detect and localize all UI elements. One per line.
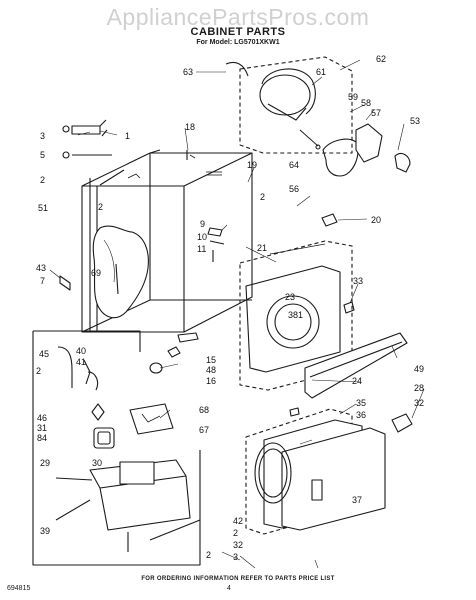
callout-69: 69: [91, 268, 101, 278]
callout-32b: 32: [233, 540, 243, 550]
callout-3: 3: [40, 131, 45, 141]
callout-37: 37: [352, 495, 362, 505]
toe-panel: [304, 332, 408, 399]
callout-5: 5: [40, 150, 45, 160]
callout-3b: 3: [233, 552, 238, 562]
callout-10: 10: [197, 232, 207, 242]
watermark: AppliancePartsPros.com: [106, 4, 370, 30]
callout-29: 29: [40, 458, 50, 468]
callout-53: 53: [410, 116, 420, 126]
callout-16: 16: [206, 376, 216, 386]
callout-36: 36: [356, 410, 366, 420]
callout-57: 57: [371, 108, 381, 118]
callout-numbers: 63 61 62 59 58 57 53 3 1 5 18 2 19 64 56…: [36, 54, 424, 562]
callout-61: 61: [316, 67, 326, 77]
document-number: 694815: [7, 585, 31, 592]
callout-62: 62: [376, 54, 386, 64]
callout-49: 49: [414, 364, 424, 374]
inset-boxes: [32, 330, 201, 566]
callout-58: 58: [361, 98, 371, 108]
callout-56: 56: [289, 184, 299, 194]
callout-33: 33: [353, 276, 363, 286]
callout-64: 64: [289, 160, 299, 170]
callout-30: 30: [92, 458, 102, 468]
callout-2d: 2: [36, 366, 41, 376]
callout-67: 67: [199, 425, 209, 435]
page-number: 4: [227, 585, 231, 592]
diagram-title: CABINET PARTS: [190, 26, 286, 38]
callout-2e: 2: [206, 550, 211, 560]
callout-63: 63: [183, 67, 193, 77]
callout-9: 9: [200, 219, 205, 229]
callout-21: 21: [257, 243, 267, 253]
motor-assembly: [225, 56, 411, 177]
cabinet-body: [81, 149, 253, 333]
callout-51: 51: [38, 203, 48, 213]
callout-59: 59: [348, 92, 358, 102]
callout-2a: 2: [40, 175, 45, 185]
callout-39: 39: [40, 526, 50, 536]
callout-19: 19: [247, 160, 257, 170]
callout-46: 46: [37, 413, 47, 423]
callout-40: 40: [76, 346, 86, 356]
callout-2b: 2: [233, 528, 238, 538]
callout-20: 20: [371, 215, 381, 225]
callout-2f: 2: [260, 192, 265, 202]
ordering-note: FOR ORDERING INFORMATION REFER TO PARTS …: [141, 576, 335, 582]
callout-1: 1: [125, 131, 130, 141]
callout-41: 41: [76, 357, 86, 367]
callout-68: 68: [199, 405, 209, 415]
callout-11: 11: [197, 244, 206, 254]
callout-15: 15: [206, 355, 216, 365]
callout-45: 45: [39, 349, 49, 359]
callout-23: 23: [285, 292, 295, 302]
callout-35: 35: [356, 398, 366, 408]
leader-lines: [49, 59, 425, 569]
model-subtitle: For Model: LG5701XKW1: [196, 39, 280, 46]
callout-43: 43: [36, 263, 46, 273]
callout-84: 84: [37, 433, 47, 443]
callout-31: 31: [37, 423, 47, 433]
callout-32a: 32: [414, 398, 424, 408]
front-panel: [239, 240, 353, 391]
callout-24: 24: [352, 376, 362, 386]
burner-assembly: [55, 459, 201, 552]
right-small-parts: [149, 213, 413, 433]
callout-381: 381: [288, 310, 303, 320]
callout-7: 7: [40, 276, 45, 286]
callout-2c: 2: [98, 202, 103, 212]
callout-18: 18: [185, 122, 195, 132]
callout-28: 28: [414, 383, 424, 393]
callout-48: 48: [206, 365, 216, 375]
left-small-parts: [59, 119, 125, 295]
callout-42: 42: [233, 516, 243, 526]
gas-valve-parts: [57, 346, 174, 449]
door-assembly: [245, 408, 386, 535]
